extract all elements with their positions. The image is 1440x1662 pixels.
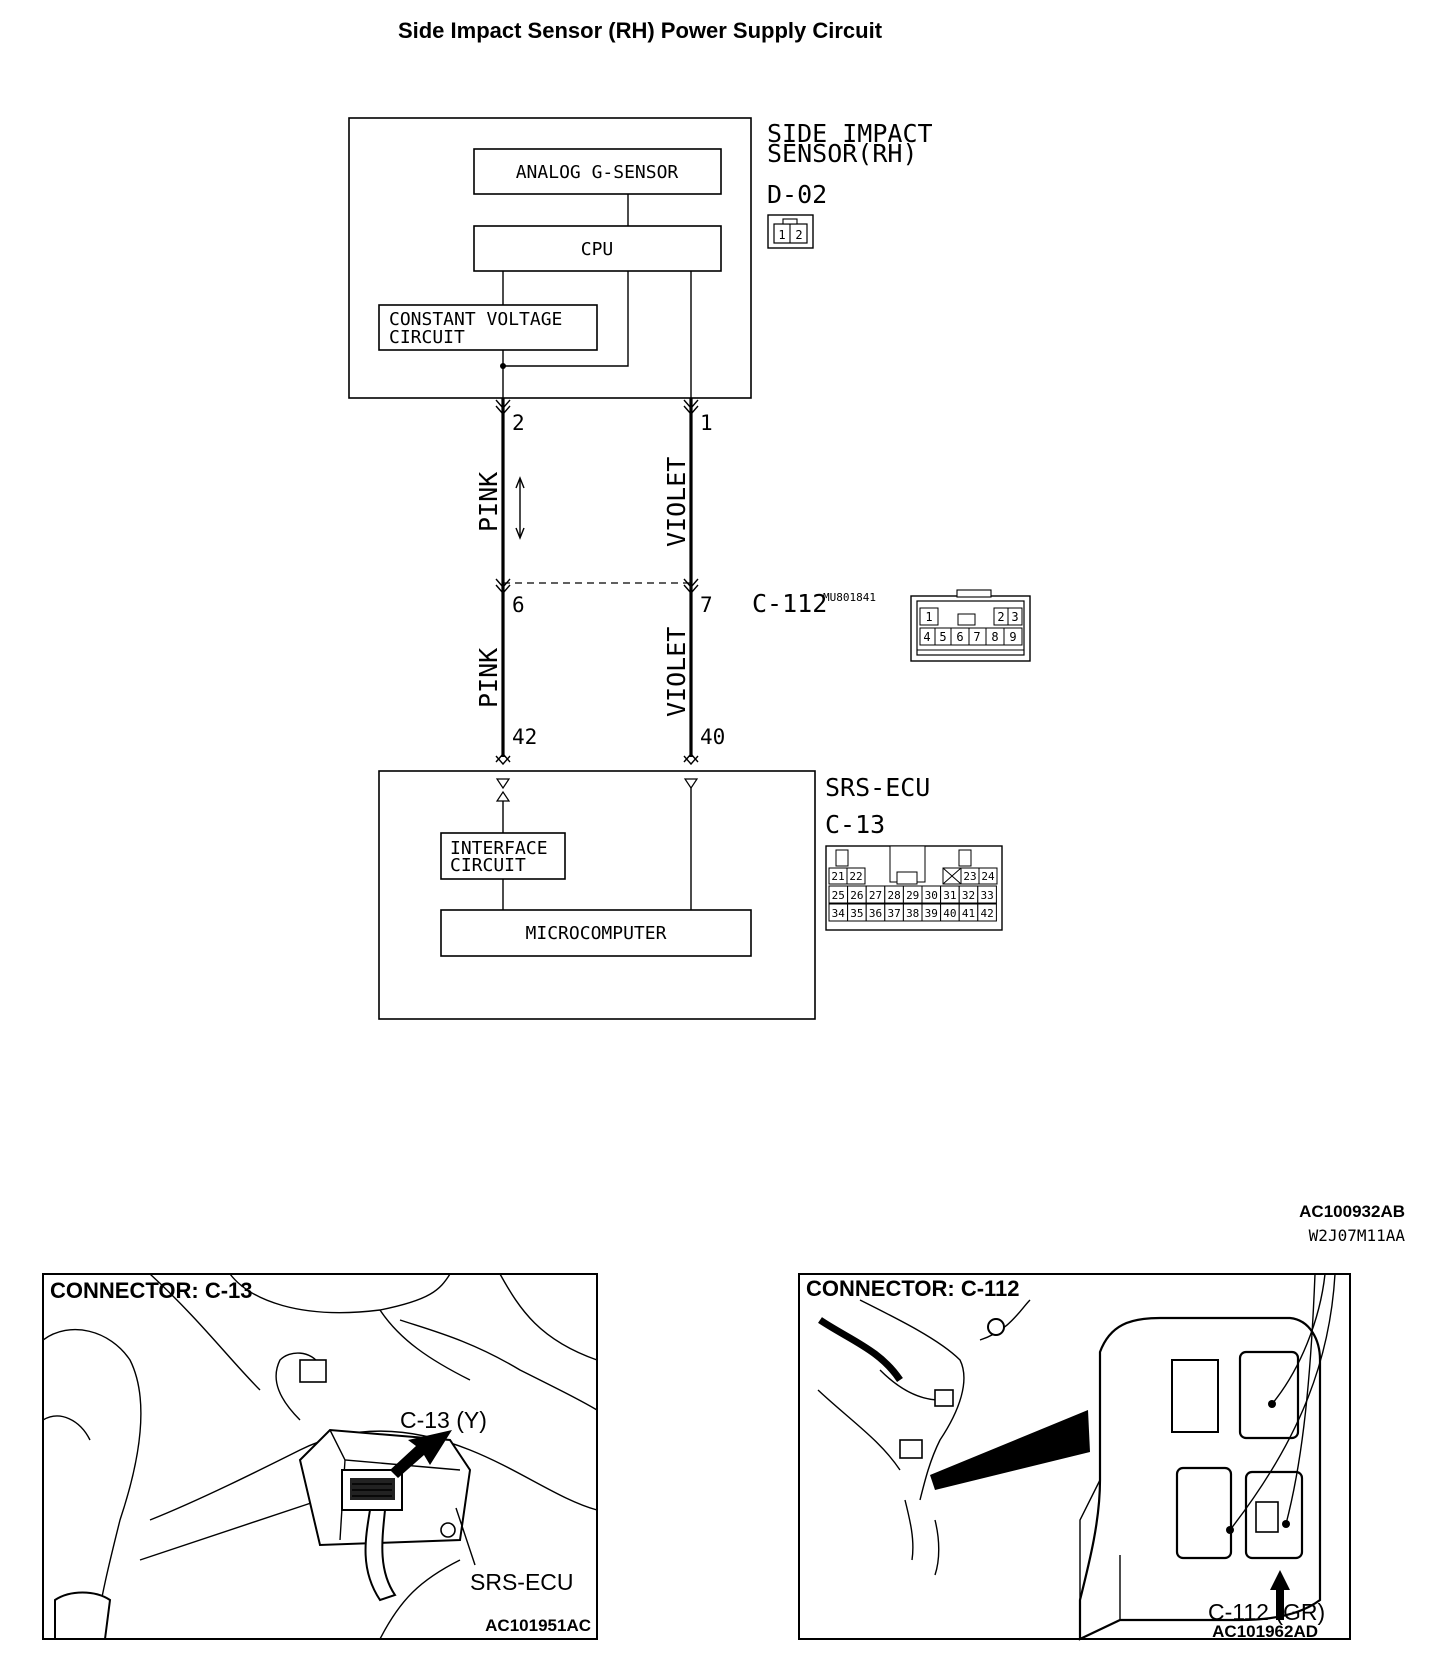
side-impact-sensor: ANALOG G-SENSOR CPU CONSTANT VOLTAGE CIR…	[348, 117, 752, 399]
c112-pin-2: 2	[997, 610, 1004, 624]
c13-pin-25: 25	[832, 889, 845, 902]
photo-left-callout-connector: C-13 (Y)	[400, 1407, 487, 1433]
c112-pin-7: 7	[973, 630, 980, 644]
c13-pin-41: 41	[962, 907, 975, 920]
pin-sensor-right: 1	[700, 411, 713, 435]
c13-pin-cell	[977, 885, 997, 904]
photo-right-callout-connector: C-112 (GR)	[1208, 1599, 1325, 1625]
d02-pin-2: 2	[795, 228, 802, 242]
c112-pin-5: 5	[939, 630, 946, 644]
c13-pin-34: 34	[832, 907, 846, 920]
c13-pin-21: 21	[831, 870, 844, 883]
c13-pin-39: 39	[925, 907, 938, 920]
pin-c112-left: 6	[512, 593, 525, 617]
c112-pin-3: 3	[1011, 610, 1018, 624]
ecu-box	[378, 770, 816, 1020]
ecu-connector-label: C-13	[825, 810, 885, 839]
c13-pin-30: 30	[925, 889, 938, 902]
c112-label: C-112	[752, 589, 827, 618]
c13-pin-23: 23	[963, 870, 976, 883]
photo-left-callout-ecu: SRS-ECU	[470, 1569, 574, 1595]
c13-pin-cell	[977, 903, 997, 922]
c13-pin-32: 32	[962, 889, 975, 902]
c13-pin-40: 40	[943, 907, 956, 920]
photo-left-title: CONNECTOR: C-13	[50, 1278, 253, 1303]
photo-left-code: AC101951AC	[485, 1616, 591, 1635]
sensor-name-1: SIDE IMPACT	[767, 119, 933, 148]
c112-pin-4: 4	[923, 630, 930, 644]
interface-label-1: INTERFACE	[450, 838, 548, 859]
c13-connector-face: 21 22 23 24 25 26 27 28 29 30 31 32 33 34 35 36 37 38…	[825, 845, 1003, 931]
c13-pin-36: 36	[869, 907, 882, 920]
photo-right-title: CONNECTOR: C-112	[806, 1276, 1020, 1301]
microcomputer-block	[440, 909, 752, 957]
wire-color-right-lower: VIOLET	[662, 627, 691, 717]
c13-pin-27: 27	[869, 889, 882, 902]
srs-ecu: INTERFACE CIRCUIT MICROCOMPUTER	[378, 770, 816, 1020]
c112-part-number: MU801841	[823, 591, 876, 604]
wire-color-left-lower: PINK	[474, 648, 503, 708]
cpu-label: CPU	[581, 239, 614, 260]
wire-harness	[495, 398, 699, 766]
c112-pin-9: 9	[1009, 630, 1016, 644]
pin-ecu-left: 42	[512, 725, 537, 749]
constant-voltage-label-1: CONSTANT VOLTAGE	[389, 309, 562, 330]
c13-pin-29: 29	[906, 889, 919, 902]
c13-pin-28: 28	[887, 889, 900, 902]
constant-voltage-block	[378, 304, 598, 351]
figure-subcode: W2J07M11AA	[1309, 1226, 1406, 1245]
interface-label-2: CIRCUIT	[450, 855, 526, 876]
pin-c112-right: 7	[700, 593, 713, 617]
c112-connector-face: 1 2 3 4 5 6 7 8 9	[910, 589, 1031, 662]
wire-color-left-upper: PINK	[474, 472, 503, 532]
c112-pin-1: 1	[925, 610, 932, 624]
d02-pin-1: 1	[778, 228, 785, 242]
c13-pin-26: 26	[850, 889, 863, 902]
c112-pin-6: 6	[956, 630, 963, 644]
c13-pin-33: 33	[980, 889, 993, 902]
photo-right-code: AC101962AD	[1212, 1622, 1318, 1641]
c13-pin-22: 22	[849, 870, 862, 883]
c13-pin-42: 42	[980, 907, 993, 920]
c13-pin-35: 35	[850, 907, 863, 920]
sensor-connector-label: D-02	[767, 180, 827, 209]
ecu-name: SRS-ECU	[825, 773, 930, 802]
wire-color-right-upper: VIOLET	[662, 457, 691, 547]
photo-connector-c13	[42, 1273, 598, 1640]
figure-code: AC100932AB	[1299, 1202, 1405, 1221]
sensor-name-2: SENSOR(RH)	[767, 139, 918, 168]
analog-g-sensor-label: ANALOG G-SENSOR	[516, 162, 679, 183]
page-title: Side Impact Sensor (RH) Power Supply Cir…	[398, 18, 883, 43]
c13-pin-24: 24	[981, 870, 995, 883]
analog-g-sensor-block	[473, 148, 722, 195]
photo-connector-c112	[798, 1273, 1351, 1641]
microcomputer-label: MICROCOMPUTER	[526, 923, 667, 944]
c13-pin-31: 31	[943, 889, 956, 902]
c13-pin-37: 37	[887, 907, 900, 920]
pin-ecu-right: 40	[700, 725, 725, 749]
d02-connector-face: 1 2	[767, 214, 814, 249]
pin-sensor-left: 2	[512, 411, 525, 435]
cpu-block	[473, 225, 722, 272]
constant-voltage-label-2: CIRCUIT	[389, 327, 465, 348]
c112-pin-8: 8	[991, 630, 998, 644]
c13-pin-38: 38	[906, 907, 919, 920]
